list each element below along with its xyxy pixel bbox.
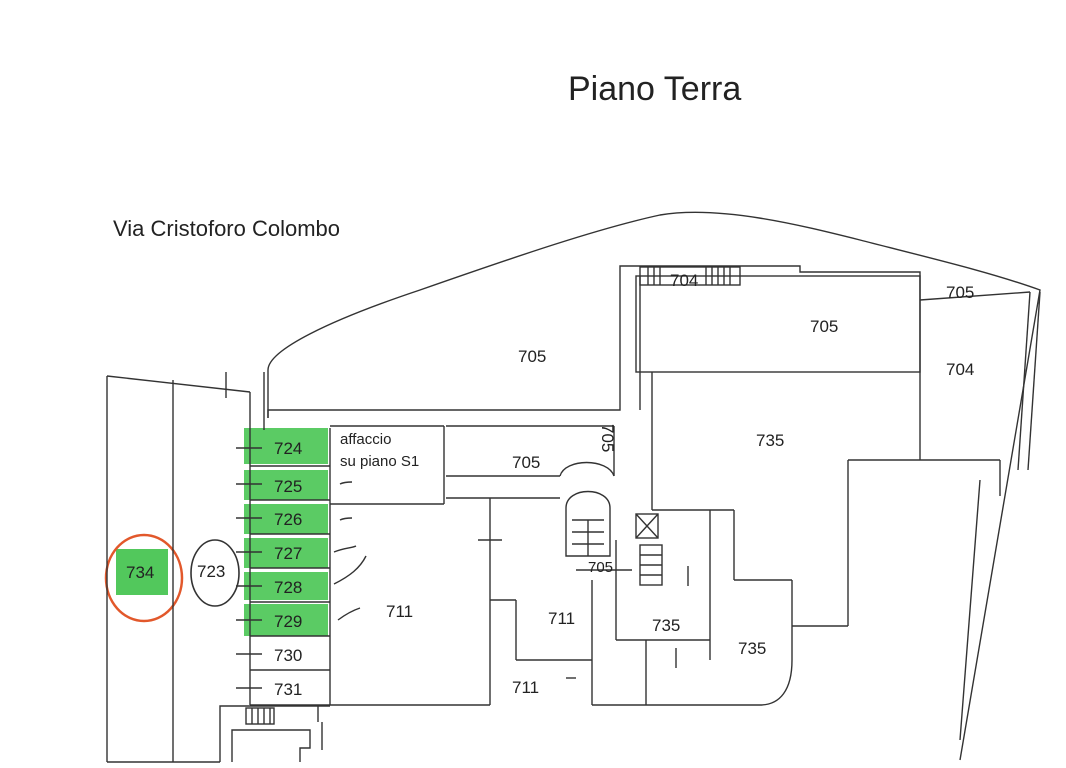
corridor-705 [330,425,615,505]
unit-label-705-stair: 705 [588,559,614,576]
outline-705 [267,211,1041,761]
right-rooms [635,275,1041,741]
parking-bays [225,372,331,706]
unit-label-705-right: 705 [810,317,839,336]
unit-label-735-top: 735 [756,431,785,450]
inner-705 [267,265,921,418]
unit-label-724: 724 [274,439,303,458]
unit-label-726: 726 [274,510,303,529]
unit-label-723: 723 [197,562,226,581]
highlight-734 [116,549,168,595]
unit-label-729: 729 [274,612,303,631]
stair-704 [639,266,741,286]
circle-723 [190,539,240,607]
affaccio-line1: affaccio [340,431,392,448]
unit-label-711-mid: 711 [548,609,576,628]
highlight-parking-724-729 [244,428,328,636]
affaccio-line2: su piano S1 [340,453,420,470]
unit-label-727: 727 [274,544,303,563]
unit-label-705-edge: 705 [946,283,975,302]
unit-label-731: 731 [274,680,303,699]
unit-label-728: 728 [274,578,303,597]
street-label: Via Cristoforo Colombo [113,216,341,241]
circle-734 [104,533,184,623]
lower-rooms [330,498,793,706]
unit-label-704-right: 704 [946,360,975,379]
unit-label-735-bottom: 735 [738,639,767,658]
unit-label-735-mid: 735 [652,616,681,635]
unit-label-711-bottom: 711 [512,678,540,697]
page-title: Piano Terra [568,70,742,108]
stair-well [565,490,663,586]
unit-label-705-vertical: 705 [598,424,617,453]
unit-label-704-top: 704 [670,271,699,290]
entrance [219,705,330,762]
view-marks [333,481,367,621]
unit-label-705-center: 705 [512,453,541,472]
unit-label-711-left: 711 [386,602,414,621]
unit-label-705-top: 705 [518,347,547,366]
unit-label-734: 734 [126,563,155,582]
unit-label-730: 730 [274,646,303,665]
unit-label-725: 725 [274,477,303,496]
